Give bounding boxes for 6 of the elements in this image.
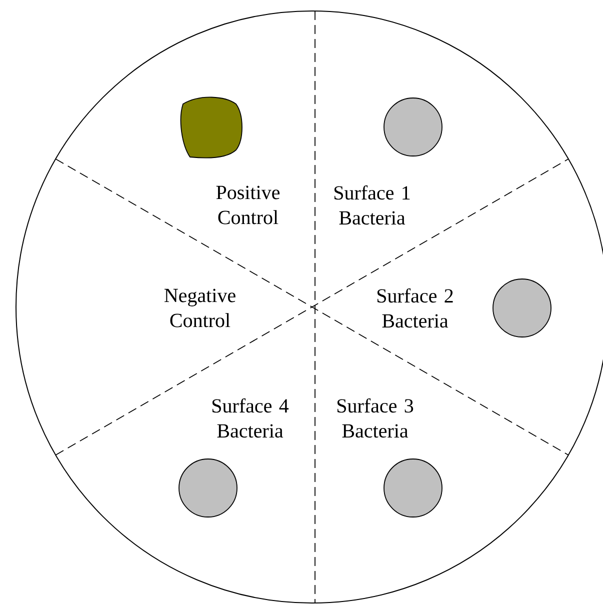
sector-label: Surface 4 Bacteria (212, 398, 289, 438)
sector-label: Surface 3 Bacteria (337, 398, 414, 438)
sector-label: Negative Control (164, 288, 236, 328)
sector-label: Surface 1 Bacteria (334, 185, 410, 225)
sector-label: Surface 2 Bacteria (377, 288, 453, 328)
sector-label: Positive Control (216, 186, 280, 224)
